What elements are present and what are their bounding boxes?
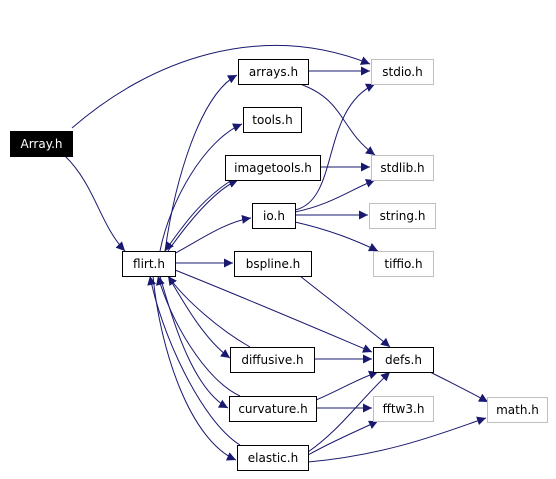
- node-box: [373, 396, 434, 422]
- edge-flirt-to-tools: [159, 123, 243, 252]
- edge-curvature-to-defs: [315, 370, 379, 401]
- node-elastic-h[interactable]: elastic.h: [237, 445, 309, 471]
- node-array-h[interactable]: Array.h: [10, 131, 73, 157]
- edge-diffusive-to-flirt: [167, 275, 251, 348]
- node-string-h: string.h: [369, 203, 436, 229]
- edge-curvature-to-flirt: [156, 275, 241, 397]
- node-box: [252, 203, 296, 229]
- edge-array-to-flirt: [64, 155, 126, 252]
- edge-imagetools-to-flirt: [164, 179, 233, 252]
- edge-elastic-to-fftw3: [307, 420, 379, 456]
- node-box: [122, 251, 176, 277]
- edge-array-to-stdio: [71, 45, 371, 129]
- node-label: io.h: [263, 209, 285, 223]
- node-label: stdlib.h: [380, 161, 424, 175]
- node-box: [237, 445, 309, 471]
- node-defs-h[interactable]: defs.h: [373, 347, 434, 373]
- node-label: diffusive.h: [241, 353, 303, 367]
- node-box: [225, 155, 321, 181]
- node-label: imagetools.h: [234, 161, 312, 175]
- edge-io-to-stdlib: [294, 179, 376, 213]
- node-box: [10, 131, 73, 157]
- node-tiffio-h: tiffio.h: [373, 251, 434, 277]
- edge-flirt-to-io: [171, 214, 252, 256]
- node-box: [371, 59, 434, 85]
- node-box: [487, 397, 548, 423]
- node-box: [238, 59, 309, 85]
- node-label: elastic.h: [248, 451, 298, 465]
- edge-flirt-to-defs: [174, 269, 373, 353]
- node-label: string.h: [380, 209, 426, 223]
- node-math-h: math.h: [487, 397, 548, 423]
- node-box: [234, 251, 312, 277]
- node-stdio-h: stdio.h: [371, 59, 434, 85]
- node-io-h[interactable]: io.h: [252, 203, 296, 229]
- node-imagetools-h[interactable]: imagetools.h: [225, 155, 321, 181]
- edges: [64, 45, 489, 463]
- node-label: fftw3.h: [383, 402, 425, 416]
- node-fftw3-h: fftw3.h: [373, 396, 434, 422]
- node-label: math.h: [496, 403, 539, 417]
- node-stdlib-h: stdlib.h: [371, 155, 434, 181]
- node-label: Array.h: [20, 137, 62, 151]
- node-label: bspline.h: [246, 257, 301, 271]
- node-box: [369, 203, 436, 229]
- edge-elastic-to-defs: [307, 371, 391, 453]
- edge-elastic-to-math: [307, 416, 487, 463]
- edge-flirt-to-arrays: [164, 74, 238, 252]
- node-label: tiffio.h: [384, 257, 422, 271]
- node-box: [371, 155, 434, 181]
- node-label: arrays.h: [249, 65, 298, 79]
- node-box: [373, 251, 434, 277]
- node-tools-h[interactable]: tools.h: [243, 107, 302, 133]
- edge-bspline-to-defs: [299, 275, 391, 348]
- edge-arrays-to-stdlib: [299, 83, 376, 156]
- edge-flirt-to-imagetools: [167, 179, 239, 252]
- nodes: Array.h flirt.h arrays.h tools.h imagetools.…: [10, 59, 548, 471]
- node-box: [243, 107, 302, 133]
- edge-defs-to-math: [429, 371, 489, 403]
- node-box: [373, 347, 434, 373]
- node-diffusive-h[interactable]: diffusive.h: [230, 347, 315, 373]
- node-flirt-h[interactable]: flirt.h: [122, 251, 176, 277]
- node-label: defs.h: [385, 353, 422, 367]
- node-arrays-h[interactable]: arrays.h: [238, 59, 309, 85]
- node-curvature-h[interactable]: curvature.h: [229, 396, 317, 422]
- edge-io-to-tiffio: [294, 221, 379, 252]
- node-label: curvature.h: [238, 402, 307, 416]
- edge-flirt-to-elastic: [152, 275, 237, 461]
- node-box: [230, 347, 315, 373]
- node-label: stdio.h: [382, 65, 422, 79]
- edge-flirt-to-curvature: [159, 275, 229, 409]
- node-label: tools.h: [252, 113, 292, 127]
- node-label: flirt.h: [133, 257, 165, 271]
- edge-elastic-to-flirt: [147, 275, 241, 446]
- node-box: [229, 396, 317, 422]
- node-bspline-h[interactable]: bspline.h: [234, 251, 312, 277]
- edge-io-to-stdio: [294, 83, 376, 211]
